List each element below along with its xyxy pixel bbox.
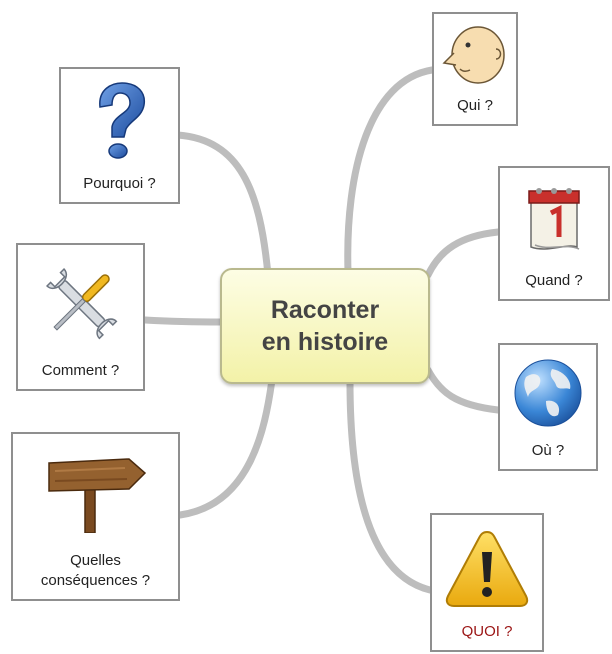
node-quoi: QUOI ?	[430, 513, 544, 652]
label-consequences-line2: conséquences ?	[40, 571, 151, 589]
branch-ou	[424, 366, 502, 414]
node-consequences: Quelles conséquences ?	[11, 432, 180, 601]
branch-quoi	[346, 378, 434, 594]
node-pourquoi: Pourquoi ?	[59, 67, 180, 204]
label-consequences-line1: Quelles	[70, 551, 121, 569]
globe-icon	[500, 345, 596, 441]
calendar-icon	[500, 168, 608, 271]
branch-pourquoi	[174, 131, 272, 279]
label-qui: Qui ?	[457, 96, 493, 114]
center-title-line2: en histoire	[261, 328, 389, 356]
branch-comment	[141, 316, 226, 326]
label-quoi: QUOI ?	[461, 622, 513, 640]
node-ou: Où ?	[498, 343, 598, 471]
node-qui: Qui ?	[432, 12, 518, 126]
label-comment: Comment ?	[41, 361, 120, 379]
branch-quand	[424, 228, 502, 279]
face-icon	[434, 14, 516, 96]
node-quand: Quand ?	[498, 166, 610, 301]
warning-icon	[432, 515, 542, 622]
node-comment: Comment ?	[16, 243, 145, 391]
question-mark-icon	[61, 69, 178, 174]
label-quand: Quand ?	[525, 271, 583, 289]
center-node: Raconter en histoire	[220, 268, 430, 384]
branch-qui	[344, 66, 436, 276]
screwdriver-wrench-icon	[18, 245, 143, 361]
label-ou: Où ?	[531, 441, 565, 459]
center-title-line1: Raconter	[270, 295, 380, 324]
label-pourquoi: Pourquoi ?	[83, 174, 156, 192]
branch-consequences	[176, 376, 276, 519]
signpost-icon	[13, 434, 178, 551]
